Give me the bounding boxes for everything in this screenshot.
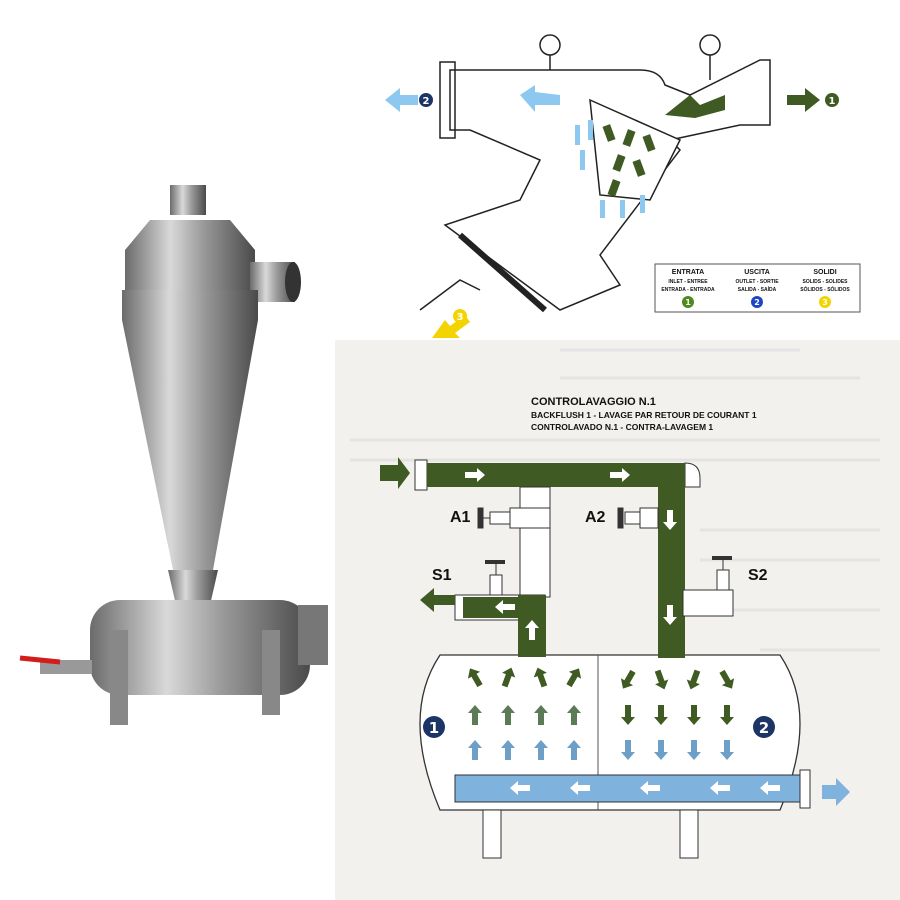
flow-arrows [465, 468, 780, 795]
backflush-title: CONTROLAVAGGIO N.1 [531, 396, 656, 408]
inlet-arrow-icon [380, 457, 410, 489]
flow-arrow-icon [495, 600, 515, 614]
flow-arrow-icon [567, 740, 581, 760]
legend-uscita-line1: OUTLET - SORTIE [735, 279, 779, 285]
backflush-diagram [380, 457, 850, 859]
flow-arrow-icon [468, 705, 482, 725]
flow-arrow-icon [570, 781, 590, 795]
flow-arrow-icon [465, 468, 485, 482]
flow-arrow-icon [654, 740, 668, 760]
flow-arrow-icon [720, 740, 734, 760]
flow-arrow-icon [533, 667, 548, 688]
legend-solidi-title: SOLIDI [813, 269, 836, 276]
legend-entrata-line1: INLET - ENTREE [668, 279, 708, 285]
flow-arrow-icon [720, 705, 734, 725]
outlet-collector-pipe [454, 774, 801, 803]
y-filter-flow-arrows [385, 85, 820, 338]
legend-uscita-num: 2 [754, 298, 760, 307]
flow-arrow-icon [467, 668, 483, 688]
flow-arrow-icon [534, 705, 548, 725]
flow-arrow-icon [710, 781, 730, 795]
flow-arrow-icon [654, 705, 668, 725]
flow-arrow-icon [686, 669, 701, 690]
flow-arrow-icon [621, 740, 635, 760]
chamber-number-left: 1 [429, 719, 439, 737]
flow-arrow-icon [567, 705, 581, 725]
outlet-number: 2 [423, 96, 430, 107]
flow-arrow-icon [621, 705, 635, 725]
flow-arrow-icon [719, 669, 735, 689]
flow-arrow-icon [654, 669, 669, 690]
flow-arrow-icon [501, 705, 515, 725]
valve-label-a1: A1 [450, 509, 471, 526]
tank [419, 654, 801, 811]
flow-arrow-icon [640, 781, 660, 795]
legend-solidi-line1: SOLIDS - SOLIDES [802, 279, 848, 285]
flow-arrow-icon [501, 667, 516, 688]
legend-entrata-title: ENTRATA [672, 269, 704, 276]
flow-arrow-icon [760, 781, 780, 795]
inlet-number: 1 [829, 96, 836, 107]
valve-label-s2: S2 [748, 567, 768, 584]
outlet-arrow-icon [822, 778, 850, 806]
flow-arrow-icon [510, 781, 530, 795]
backflush-subtitle-1: BACKFLUSH 1 - LAVAGE PAR RETOUR DE COURA… [531, 410, 757, 420]
legend-uscita-title: USCITA [744, 269, 770, 276]
flow-arrow-icon [663, 605, 677, 625]
valve-label-s1: S1 [432, 567, 452, 584]
legend-uscita-line2: SALIDA - SAÍDA [738, 285, 777, 293]
legend: ENTRATA INLET - ENTREE ENTRADA - ENTRADA… [654, 263, 861, 313]
y-filter-numbers: 2 1 3 [419, 93, 839, 323]
flow-arrow-icon [534, 740, 548, 760]
legend-entrata-num: 1 [685, 298, 691, 307]
flow-arrow-icon [520, 85, 560, 112]
flow-arrow-icon [620, 669, 636, 689]
flow-arrow-icon [566, 668, 582, 688]
flow-arrow-icon [663, 510, 677, 530]
flow-arrow-icon [525, 620, 539, 640]
drain-arrow-icon [420, 588, 455, 612]
flow-arrow-icon [501, 740, 515, 760]
inlet-arrow-icon [787, 88, 820, 112]
faded-text-lines [350, 348, 880, 652]
hydrocyclone-photo [19, 185, 328, 725]
flow-arrow-icon [687, 705, 701, 725]
outlet-arrow-icon [385, 88, 418, 112]
y-filter-diagram [419, 34, 771, 313]
chamber-number-right: 2 [759, 719, 769, 737]
flow-arrow-icon [610, 468, 630, 482]
flow-arrow-icon [687, 740, 701, 760]
legend-solidi-line2: SÓLIDOS - SÓLIDOS [800, 285, 850, 293]
flow-arrow-icon [665, 95, 725, 118]
flow-arrow-icon [468, 740, 482, 760]
backflush-subtitle-2: CONTROLAVADO N.1 - CONTRA-LAVAGEM 1 [531, 422, 713, 432]
legend-solidi-num: 3 [822, 298, 828, 307]
solids-number: 3 [457, 312, 464, 323]
legend-entrata-line2: ENTRADA - ENTRADA [661, 287, 715, 293]
valve-label-a2: A2 [585, 509, 606, 526]
